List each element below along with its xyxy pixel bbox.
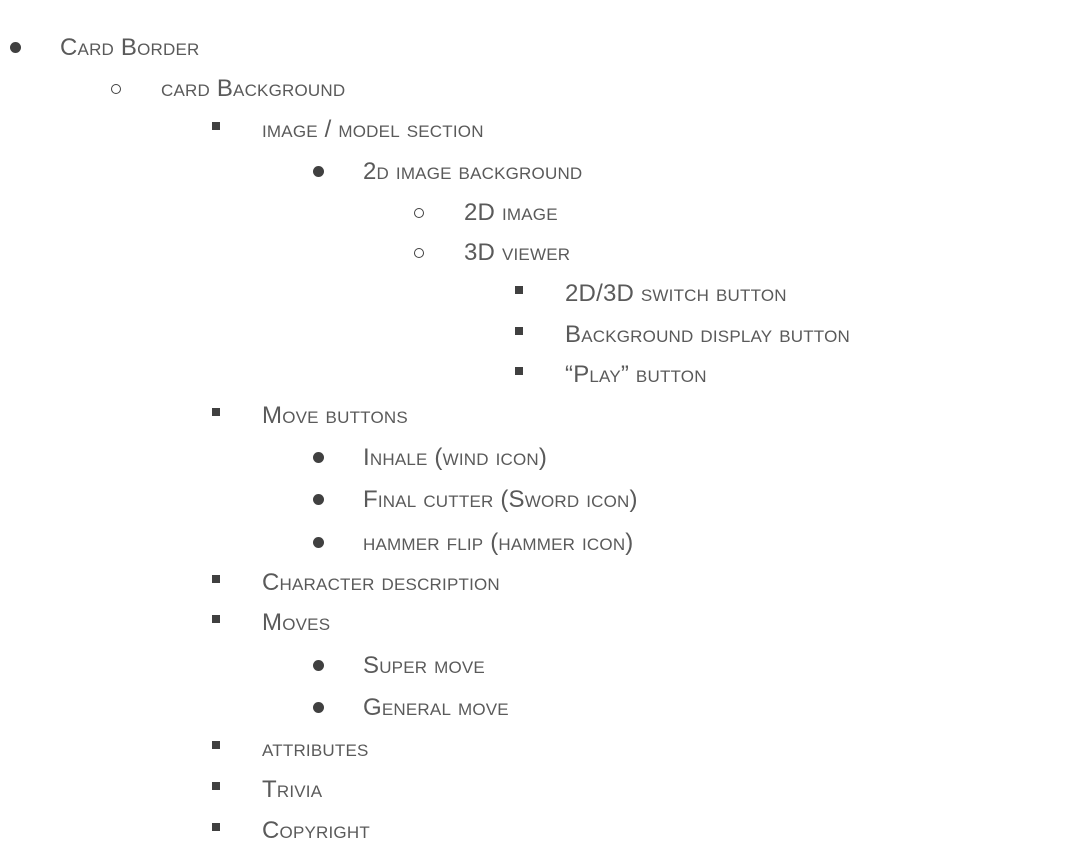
outline-item-text: Moves [262,609,331,636]
outline-item: Trivia [0,772,1069,808]
square-bullet-icon [212,813,220,849]
disc-bullet-icon [313,440,324,476]
outline-item: Final cutter (Sword icon) [0,482,1069,518]
disc-bullet-icon [10,30,21,66]
outline-item: hammer flip (hammer icon) [0,525,1069,561]
square-bullet-icon [212,731,220,767]
outline-item: Move buttons [0,398,1069,434]
outline-item: Copyright [0,813,1069,849]
outline-item: Background display button [0,317,1069,353]
outline-item-text: 2D image [464,199,558,226]
outline-item-text: Background display button [565,321,850,348]
outline-item: 2D/3D switch button [0,276,1069,312]
outline-item: attributes [0,731,1069,767]
outline-item-text: hammer flip (hammer icon) [363,529,634,556]
outline-item: Inhale (wind icon) [0,440,1069,476]
outline-item-text: Final cutter (Sword icon) [363,486,638,513]
outline-item: image / model section [0,112,1069,148]
outline-item-text: 2d image background [363,158,583,185]
outline-item: Card Border [0,30,1069,66]
square-bullet-icon [212,112,220,148]
outline-item-text: 2D/3D switch button [565,280,787,307]
square-bullet-icon [515,357,523,393]
outline-item-text: “Play” button [565,361,707,388]
square-bullet-icon [515,317,523,353]
disc-bullet-icon [313,690,324,726]
outline-item-text: Super move [363,652,485,679]
outline-item: Character description [0,565,1069,601]
outline-item: Super move [0,648,1069,684]
outline-item-text: card Background [161,75,346,102]
circle-bullet-icon [111,71,121,107]
outline-item-text: General move [363,694,509,721]
outline-item-text: Card Border [60,34,200,61]
outline-item-text: Move buttons [262,402,408,429]
square-bullet-icon [212,605,220,641]
disc-bullet-icon [313,648,324,684]
outline-item: General move [0,690,1069,726]
outline-item: Moves [0,605,1069,641]
circle-bullet-icon [414,235,424,271]
disc-bullet-icon [313,154,324,190]
square-bullet-icon [212,565,220,601]
outline-item-text: 3D viewer [464,239,571,266]
outline-item-text: Inhale (wind icon) [363,444,548,471]
disc-bullet-icon [313,525,324,561]
outline-item: “Play” button [0,357,1069,393]
outline-item-text: image / model section [262,116,484,143]
outline-item: card Background [0,71,1069,107]
outline-item: 3D viewer [0,235,1069,271]
outline-item: 2d image background [0,154,1069,190]
disc-bullet-icon [313,482,324,518]
square-bullet-icon [515,276,523,312]
circle-bullet-icon [414,195,424,231]
outline-item-text: Character description [262,569,500,596]
square-bullet-icon [212,772,220,808]
square-bullet-icon [212,398,220,434]
outline-item-text: Trivia [262,776,323,803]
outline-item-text: Copyright [262,817,370,844]
outline-item-text: attributes [262,735,369,762]
outline-item: 2D image [0,195,1069,231]
